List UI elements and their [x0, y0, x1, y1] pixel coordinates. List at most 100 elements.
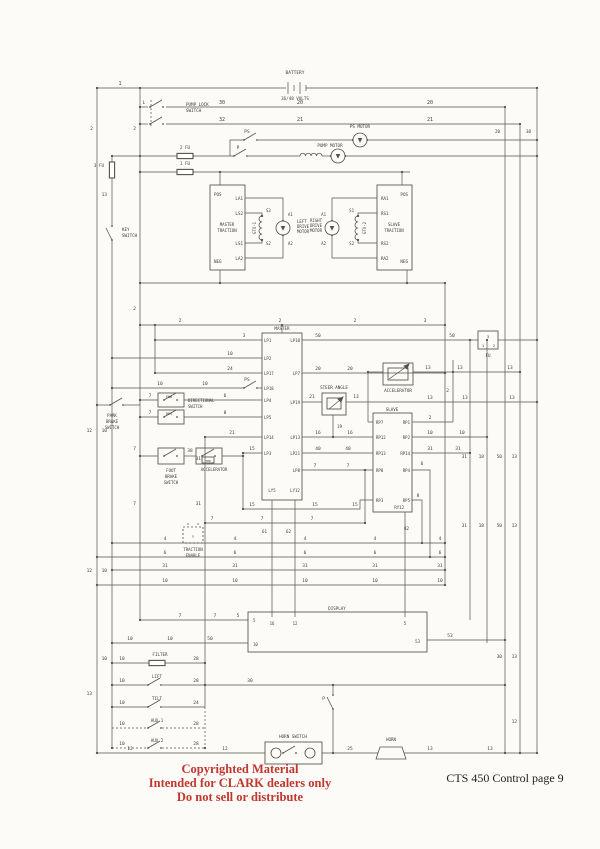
label: 10 — [253, 642, 258, 647]
junction-dot — [95, 403, 99, 407]
switch-contact — [160, 684, 162, 686]
label: LS1 — [235, 241, 243, 246]
label: LP21 — [290, 451, 300, 456]
switch-contact — [256, 387, 258, 389]
junction-dot — [110, 746, 114, 750]
label: 20 — [495, 129, 501, 134]
fuse-icon — [176, 168, 194, 176]
traction-enable-box — [182, 526, 204, 544]
label: 10 — [232, 578, 238, 584]
accelerator-sensor — [387, 367, 409, 381]
label: 50 — [315, 333, 321, 339]
label: SWITCH — [105, 425, 120, 430]
steer-angle-sensor — [326, 397, 342, 410]
label: 13 — [487, 746, 493, 752]
junction-dot — [503, 638, 507, 642]
junction-dot — [405, 281, 409, 285]
junction-dot — [400, 170, 404, 174]
label: RS1 — [381, 211, 389, 216]
junction-dot — [203, 746, 207, 750]
label: 5 — [404, 621, 407, 626]
label: 53 — [415, 639, 420, 644]
wire — [388, 366, 407, 380]
label: LY5 — [268, 488, 276, 493]
pump-series-coil — [299, 152, 323, 157]
slave-traction-block — [376, 184, 413, 271]
label: LP17 — [264, 371, 274, 376]
junction-dot — [110, 154, 114, 158]
label: 50 — [497, 454, 503, 460]
label: LP7 — [293, 371, 301, 376]
wire — [331, 197, 377, 221]
junction-dot — [241, 507, 245, 511]
junction-dot — [138, 86, 142, 90]
label: 10 — [119, 721, 125, 727]
label: 13 — [353, 394, 359, 400]
junction-dot — [95, 583, 99, 587]
label: 50 — [207, 636, 213, 642]
switch-contact — [111, 225, 113, 227]
junction-dot — [95, 86, 99, 90]
junction-dot — [420, 541, 424, 545]
label: RY12 — [394, 505, 404, 510]
junction-dot — [138, 618, 142, 622]
label: 24 — [227, 366, 233, 372]
label: 13 — [427, 746, 433, 752]
label: MASTER — [274, 326, 290, 331]
label: A1 — [321, 212, 326, 217]
label: 4 — [164, 536, 167, 542]
label: PS — [244, 377, 250, 383]
label: 12 — [222, 746, 228, 752]
label: 62 — [286, 529, 292, 534]
label: GTO-1 — [252, 221, 257, 234]
junction-dot — [138, 323, 142, 327]
copyright-notice: Copyrighted Material Intended for CLARK … — [90, 762, 390, 804]
switch-blade-icon — [243, 132, 257, 141]
junction-dot — [153, 371, 157, 375]
label: BRAKE — [165, 474, 178, 479]
label: 12 — [87, 568, 93, 574]
junction-dot — [241, 451, 245, 455]
junction-dot — [451, 370, 455, 374]
junction-dot — [138, 415, 142, 419]
label: TILT — [152, 696, 163, 701]
label: 2 — [133, 306, 136, 312]
label: SLAVE — [386, 407, 399, 412]
label: ENABLE — [186, 553, 201, 558]
copyright-line-3: Do not sell or distribute — [176, 790, 304, 804]
label: 16 — [270, 621, 275, 626]
label: 7 — [311, 516, 314, 522]
switch-blade-icon — [163, 448, 177, 457]
label: 13 — [457, 365, 463, 371]
switch-blade-icon — [201, 448, 215, 457]
switch-contact — [162, 106, 164, 108]
label: 13 — [512, 523, 518, 529]
switch-contact — [214, 455, 216, 457]
junction-dot — [203, 521, 207, 525]
label: A1 — [288, 212, 293, 217]
label: 18 — [479, 523, 485, 529]
label: 10 — [167, 636, 173, 642]
junction-dot — [95, 751, 99, 755]
label: RP1 — [403, 420, 411, 425]
label: 31 — [462, 523, 468, 529]
label: 7 — [211, 516, 214, 522]
label: 7 — [149, 393, 152, 399]
gto-1-coil — [258, 215, 263, 241]
label: 13 — [512, 654, 518, 660]
label: LP14 — [264, 435, 274, 440]
label: PS — [244, 129, 250, 135]
label: STEER ANGLE — [320, 385, 348, 390]
label: DRIVE — [310, 223, 323, 228]
label: S3 — [266, 208, 271, 213]
junction-dot — [485, 338, 489, 342]
junction-dot — [110, 356, 114, 360]
label: 2 — [279, 318, 282, 324]
switch-blade-icon — [109, 397, 123, 406]
junction-dot — [331, 683, 335, 687]
junction-dot — [110, 541, 114, 545]
junction-dot — [443, 323, 447, 327]
label: 10 — [119, 656, 125, 662]
label: LP4 — [264, 398, 272, 403]
